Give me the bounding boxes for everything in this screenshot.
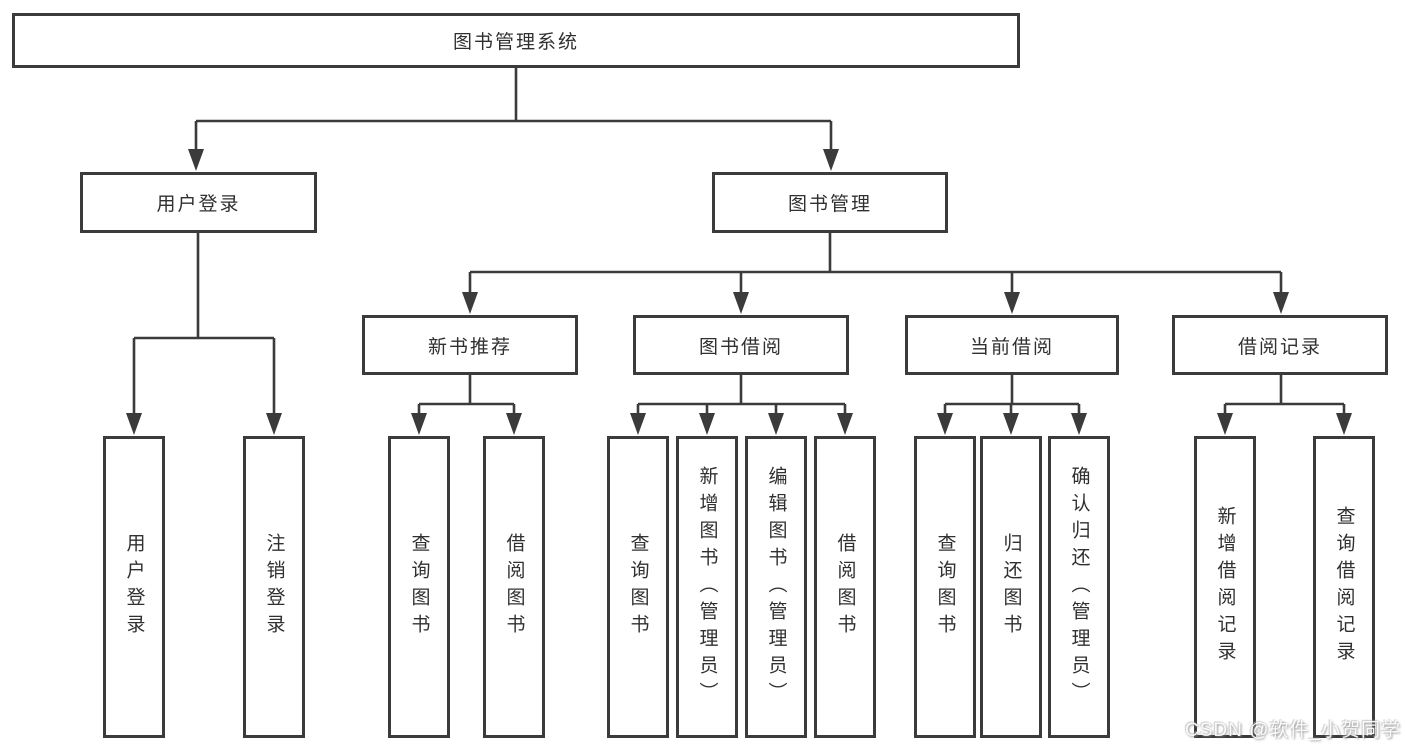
leaf-user-login: 用户登录 xyxy=(103,436,165,738)
leaf-current-query-books: 查询图书 xyxy=(914,436,976,738)
leaf-borrowing-add-books-admin: 新增图书（管理员） xyxy=(676,436,738,738)
node-user-login: 用户登录 xyxy=(80,172,317,233)
leaf-borrowing-borrow-books: 借阅图书 xyxy=(814,436,876,738)
leaf-borrowing-edit-books-admin: 编辑图书（管理员） xyxy=(745,436,807,738)
node-current-borrowing: 当前借阅 xyxy=(905,315,1119,375)
leaf-logout: 注销登录 xyxy=(243,436,305,738)
leaf-current-confirm-return-admin: 确认归还（管理员） xyxy=(1048,436,1110,738)
csdn-watermark: CSDN @软件_小贺同学 xyxy=(1185,720,1401,741)
leaf-current-return-books: 归还图书 xyxy=(980,436,1042,738)
node-book-management: 图书管理 xyxy=(712,172,948,233)
node-borrowing-records: 借阅记录 xyxy=(1172,315,1388,375)
leaf-records-query-record: 查询借阅记录 xyxy=(1313,436,1375,738)
node-new-book-recommendation: 新书推荐 xyxy=(362,315,578,375)
node-library-management-system: 图书管理系统 xyxy=(12,13,1020,68)
leaf-recommend-query-books: 查询图书 xyxy=(388,436,450,738)
node-book-borrowing: 图书借阅 xyxy=(633,315,849,375)
leaf-records-add-record: 新增借阅记录 xyxy=(1194,436,1256,738)
leaf-borrowing-query-books: 查询图书 xyxy=(607,436,669,738)
leaf-recommend-borrow-books: 借阅图书 xyxy=(483,436,545,738)
